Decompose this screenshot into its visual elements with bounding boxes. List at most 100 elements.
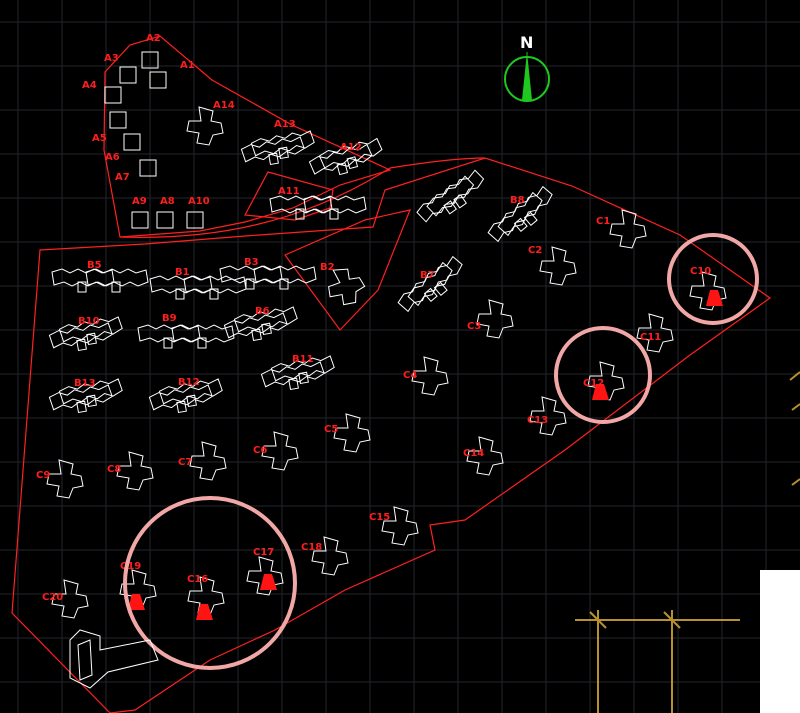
label-a3: A3 bbox=[104, 53, 119, 64]
building-c4 bbox=[411, 356, 449, 396]
building-c13 bbox=[529, 396, 567, 436]
label-a7: A7 bbox=[115, 172, 130, 183]
label-b8: B8 bbox=[510, 195, 525, 206]
label-b1: B1 bbox=[175, 267, 190, 278]
building-a7 bbox=[139, 159, 157, 177]
building-b5 bbox=[51, 268, 149, 293]
marker-circle-c10 bbox=[667, 233, 759, 325]
zone-a-boundary bbox=[103, 35, 392, 238]
label-a6: A6 bbox=[105, 152, 120, 163]
label-a9: A9 bbox=[132, 196, 147, 207]
building-c7 bbox=[189, 441, 227, 481]
building-a8 bbox=[156, 211, 174, 229]
building-c14 bbox=[466, 436, 504, 476]
label-c11: C11 bbox=[640, 332, 661, 343]
label-c14: C14 bbox=[463, 448, 484, 459]
label-c15: C15 bbox=[369, 512, 390, 523]
label-c8: C8 bbox=[107, 464, 121, 475]
white-panel bbox=[760, 570, 800, 713]
site-boundaries bbox=[11, 35, 772, 713]
building-c2 bbox=[539, 246, 577, 286]
label-a1: A1 bbox=[180, 60, 195, 71]
highlight-c16 bbox=[196, 604, 213, 620]
building-b13 bbox=[48, 378, 123, 414]
building-b6 bbox=[223, 306, 298, 342]
building-a14 bbox=[186, 106, 224, 146]
label-c3: C3 bbox=[467, 321, 481, 332]
building-c6 bbox=[261, 431, 299, 471]
building-b11 bbox=[260, 355, 335, 391]
label-c1: C1 bbox=[596, 216, 610, 227]
building-b10 bbox=[48, 316, 123, 352]
label-c6: C6 bbox=[253, 445, 267, 456]
label-c2: C2 bbox=[528, 245, 542, 256]
label-b2: B2 bbox=[320, 262, 335, 273]
label-b6: B6 bbox=[255, 306, 270, 317]
building-footprints bbox=[46, 51, 727, 619]
building-a9 bbox=[131, 211, 149, 229]
label-a13: A13 bbox=[274, 119, 296, 130]
axis-marks bbox=[575, 371, 800, 713]
building-a6 bbox=[123, 133, 141, 151]
entrance-building bbox=[69, 629, 159, 689]
building-c3 bbox=[476, 299, 514, 339]
label-a12: A12 bbox=[340, 142, 362, 153]
building-a5 bbox=[109, 111, 127, 129]
label-b12: B12 bbox=[178, 377, 200, 388]
label-b10: B10 bbox=[78, 316, 100, 327]
building-a13 bbox=[240, 130, 315, 166]
north-arrow: N bbox=[504, 33, 550, 102]
label-c13: C13 bbox=[527, 415, 548, 426]
label-c16: C16 bbox=[187, 574, 208, 585]
label-c5: C5 bbox=[324, 424, 338, 435]
highlight-c19 bbox=[128, 594, 145, 610]
building-a12 bbox=[308, 137, 383, 176]
building-b7 bbox=[397, 255, 463, 313]
label-a8: A8 bbox=[160, 196, 175, 207]
label-a2: A2 bbox=[146, 33, 161, 44]
main-site-boundary bbox=[11, 157, 772, 713]
marker-circle-c12 bbox=[554, 326, 652, 424]
label-b5: B5 bbox=[87, 260, 102, 271]
label-c10: C10 bbox=[690, 266, 711, 277]
label-a10: A10 bbox=[188, 196, 210, 207]
label-c20: C20 bbox=[42, 592, 63, 603]
building-a4 bbox=[104, 86, 122, 104]
label-a11: A11 bbox=[278, 186, 300, 197]
label-c17: C17 bbox=[253, 547, 274, 558]
building-b12 bbox=[148, 378, 223, 414]
building-c10 bbox=[689, 271, 727, 311]
label-b7: B7 bbox=[420, 270, 435, 281]
label-c9: C9 bbox=[36, 470, 50, 481]
building-b8 bbox=[487, 185, 553, 243]
road-edge-line bbox=[119, 157, 486, 238]
building-b2 bbox=[328, 268, 366, 306]
north-label: N bbox=[520, 33, 533, 52]
marker-circles bbox=[123, 233, 759, 670]
highlighted-buildings bbox=[128, 290, 723, 620]
building-a1 bbox=[149, 71, 167, 89]
label-a14: A14 bbox=[213, 100, 235, 111]
building-c18 bbox=[311, 536, 349, 576]
label-c19: C19 bbox=[120, 561, 141, 572]
building-a3 bbox=[119, 66, 137, 84]
label-a4: A4 bbox=[82, 80, 97, 91]
label-b13: B13 bbox=[74, 378, 96, 389]
building-b3 bbox=[219, 265, 317, 290]
building-b9 bbox=[137, 324, 235, 349]
marker-circle-c16-c19 bbox=[123, 496, 297, 670]
building-c8 bbox=[116, 451, 154, 491]
highlight-c17 bbox=[260, 574, 277, 590]
label-b3: B3 bbox=[244, 257, 259, 268]
building-a11 bbox=[269, 195, 367, 220]
building-a2 bbox=[141, 51, 159, 69]
building-c1 bbox=[609, 209, 647, 249]
label-c18: C18 bbox=[301, 542, 322, 553]
building-c12 bbox=[587, 361, 625, 401]
label-b9: B9 bbox=[162, 313, 177, 324]
inner-road-boundary bbox=[284, 209, 411, 331]
label-a5: A5 bbox=[92, 133, 107, 144]
